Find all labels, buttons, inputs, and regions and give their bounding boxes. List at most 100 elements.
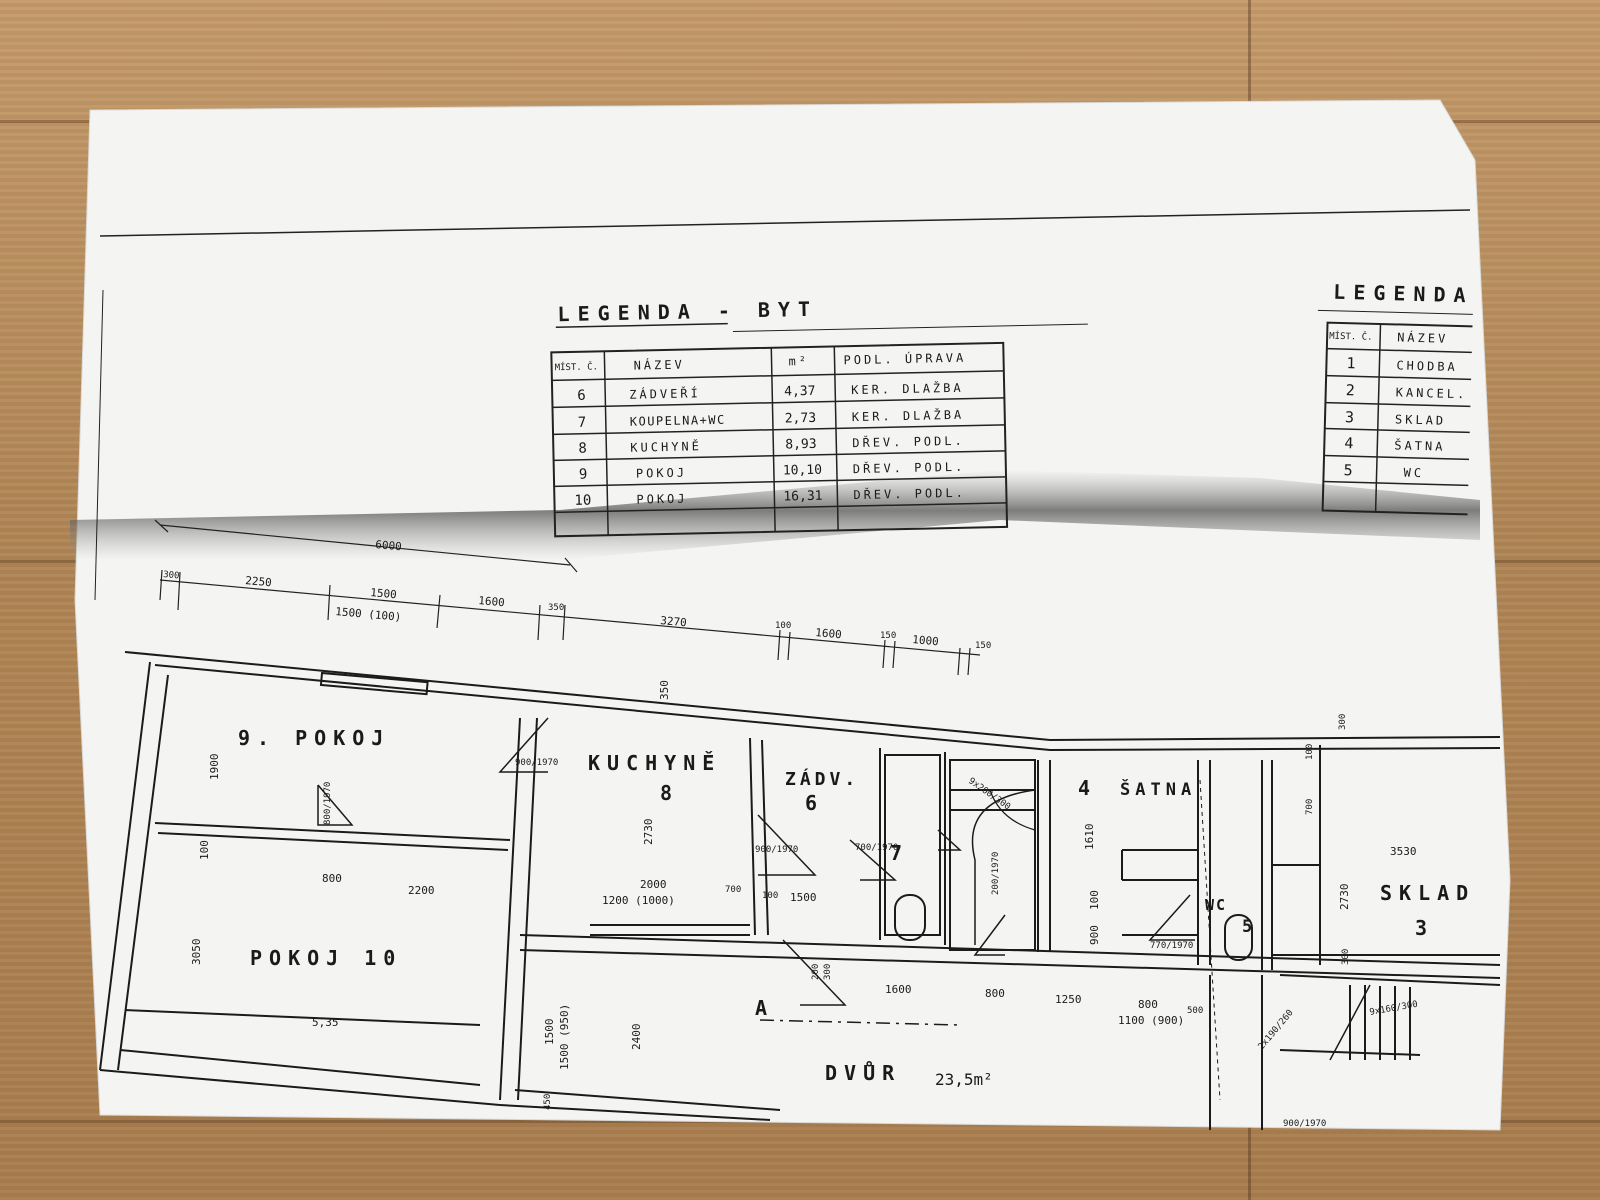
legend-row-floor: DŘEV. PODL. xyxy=(853,485,966,502)
legend-right-header-no: MÍST. Č. xyxy=(1329,330,1373,343)
dim-label: 100 xyxy=(1088,890,1101,910)
legend-right-title: LEGENDA xyxy=(1333,280,1474,308)
legend-row-no: 8 xyxy=(578,441,587,457)
dim-label: 2730 xyxy=(642,819,655,846)
room-label-zadv: ZÁDV. xyxy=(785,768,859,790)
legend-header-name: NÁZEV xyxy=(633,357,684,373)
legend-row-name: KUCHYNĚ xyxy=(630,438,702,454)
dim-label: 1900 xyxy=(208,754,221,781)
room-label-kuchyne: KUCHYNĚ xyxy=(588,751,721,775)
dim-label: 100 xyxy=(1305,744,1315,760)
legend-right-row-no: 1 xyxy=(1346,354,1355,372)
dim-label: 700/1970 xyxy=(855,843,898,853)
dim-label: 6000 xyxy=(375,538,403,553)
dim-label: 200 xyxy=(811,964,821,980)
legend-row-no: 9 xyxy=(579,467,588,483)
legend-right-row-no: 4 xyxy=(1344,434,1353,452)
dim-label: 770/1970 xyxy=(1150,941,1193,951)
section-mark-a: A xyxy=(755,996,774,1020)
dim-label: 1100 (900) xyxy=(1118,1014,1184,1027)
dim-label: 2730 xyxy=(1338,884,1351,911)
legend-header-area: m² xyxy=(788,354,809,368)
legend-row-area: 8,93 xyxy=(785,437,817,453)
dim-label: 900/1970 xyxy=(755,845,798,855)
room-label-dvur: DVŮR xyxy=(825,1061,901,1085)
dim-label: 300 xyxy=(1338,714,1348,730)
legend-row-name: POKOJ xyxy=(636,492,687,507)
dim-label: 100 xyxy=(775,621,791,631)
legend-right-row-name: SKLAD xyxy=(1395,412,1446,427)
dim-label: 1610 xyxy=(1083,824,1096,851)
room-number: 6 xyxy=(805,791,824,815)
dim-label: 1200 (1000) xyxy=(602,894,675,907)
dim-label: 350 xyxy=(658,680,671,700)
legend-row-area: 2,73 xyxy=(785,411,817,427)
legend-table-byt: LEGENDA - BYT MÍST. Č. NÁZEV m² PODL. ÚP… xyxy=(550,297,1088,538)
legend-row-no: 10 xyxy=(574,493,591,509)
paper-sheet xyxy=(74,99,1511,1131)
dim-label: 150 xyxy=(975,641,991,651)
dim-label: 900/1970 xyxy=(515,758,558,768)
dim-label: 1600 xyxy=(815,626,843,641)
room-label-pokoj-10: POKOJ 10 xyxy=(250,946,402,970)
dim-label: 1500 xyxy=(543,1019,556,1046)
dim-label: 3530 xyxy=(1390,845,1417,858)
dim-label: 1600 xyxy=(885,983,912,996)
dim-label: 1250 xyxy=(1055,993,1082,1006)
legend-right-row-name: WC xyxy=(1403,466,1424,481)
legend-row-no: 7 xyxy=(578,415,587,431)
dim-label: 1000 xyxy=(912,633,940,648)
dim-label: 300 xyxy=(823,964,833,980)
dim-label: 350 xyxy=(548,603,564,613)
room-area-dvur: 23,5m² xyxy=(935,1070,993,1089)
dim-label: 3270 xyxy=(660,614,688,629)
legend-row-floor: KER. DLAŽBA xyxy=(851,380,964,397)
legend-row-no: 6 xyxy=(577,388,586,404)
dim-label: 700 xyxy=(1305,799,1315,815)
dim-label: 2200 xyxy=(408,884,435,897)
room-number: 5 xyxy=(1242,917,1259,937)
dim-label: 800 xyxy=(322,872,342,885)
dim-label: 450 xyxy=(543,1094,553,1110)
dim-label: 1500 (950) xyxy=(558,1004,571,1070)
legend-right-row-name: CHODBA xyxy=(1396,358,1458,374)
dim-label: 3050 xyxy=(190,939,203,966)
dimension-lines xyxy=(154,519,981,676)
legend-header-floor: PODL. ÚPRAVA xyxy=(843,350,966,368)
dim-label: 1500 xyxy=(790,891,817,904)
dim-label: 300 xyxy=(1341,949,1351,965)
room-number: 8 xyxy=(660,781,679,805)
legend-row-name: ZÁDVEŘÍ xyxy=(629,385,701,401)
dim-label: 300 xyxy=(163,570,180,581)
legend-right-header-name: NÁZEV xyxy=(1397,329,1449,345)
legend-row-floor: KER. DLAŽBA xyxy=(852,407,965,424)
dim-label: 100 xyxy=(198,840,211,860)
plan-walls xyxy=(99,651,1501,1130)
legend-table-right: LEGENDA MÍST. Č. NÁZEV 1 CHODBA 2 KANCEL… xyxy=(1317,280,1474,516)
dim-label: 700 xyxy=(725,885,741,895)
dim-label: 500 xyxy=(1187,1006,1203,1016)
room-label-pokoj-9: 9. POKOJ xyxy=(238,726,390,750)
dim-label: 900/1970 xyxy=(1283,1119,1326,1129)
dim-label: 5,35 xyxy=(312,1016,339,1029)
legend-row-name: POKOJ xyxy=(636,466,687,481)
dim-label: 800 xyxy=(1138,998,1158,1011)
dim-label: 150 xyxy=(880,631,896,641)
legend-row-area: 10,10 xyxy=(783,463,822,479)
legend-row-floor: DŘEV. PODL. xyxy=(852,433,965,450)
legend-row-floor: DŘEV. PODL. xyxy=(853,459,966,476)
room-number: 4 xyxy=(1078,776,1097,800)
legend-right-row-name: ŠATNA xyxy=(1394,437,1446,453)
legend-right-row-no: 3 xyxy=(1345,408,1354,426)
dim-label: 2400 xyxy=(630,1024,643,1051)
dim-label: 100 xyxy=(762,891,778,901)
legend-row-area: 16,31 xyxy=(783,489,822,505)
dim-label: 900 xyxy=(1088,925,1101,945)
dim-label: 1500 (100) xyxy=(335,605,402,624)
dim-label: 800 xyxy=(985,987,1005,1000)
dim-label: 1600 xyxy=(478,594,506,609)
room-label-wc: WC xyxy=(1205,896,1227,914)
legend-row-area: 4,37 xyxy=(784,384,816,400)
